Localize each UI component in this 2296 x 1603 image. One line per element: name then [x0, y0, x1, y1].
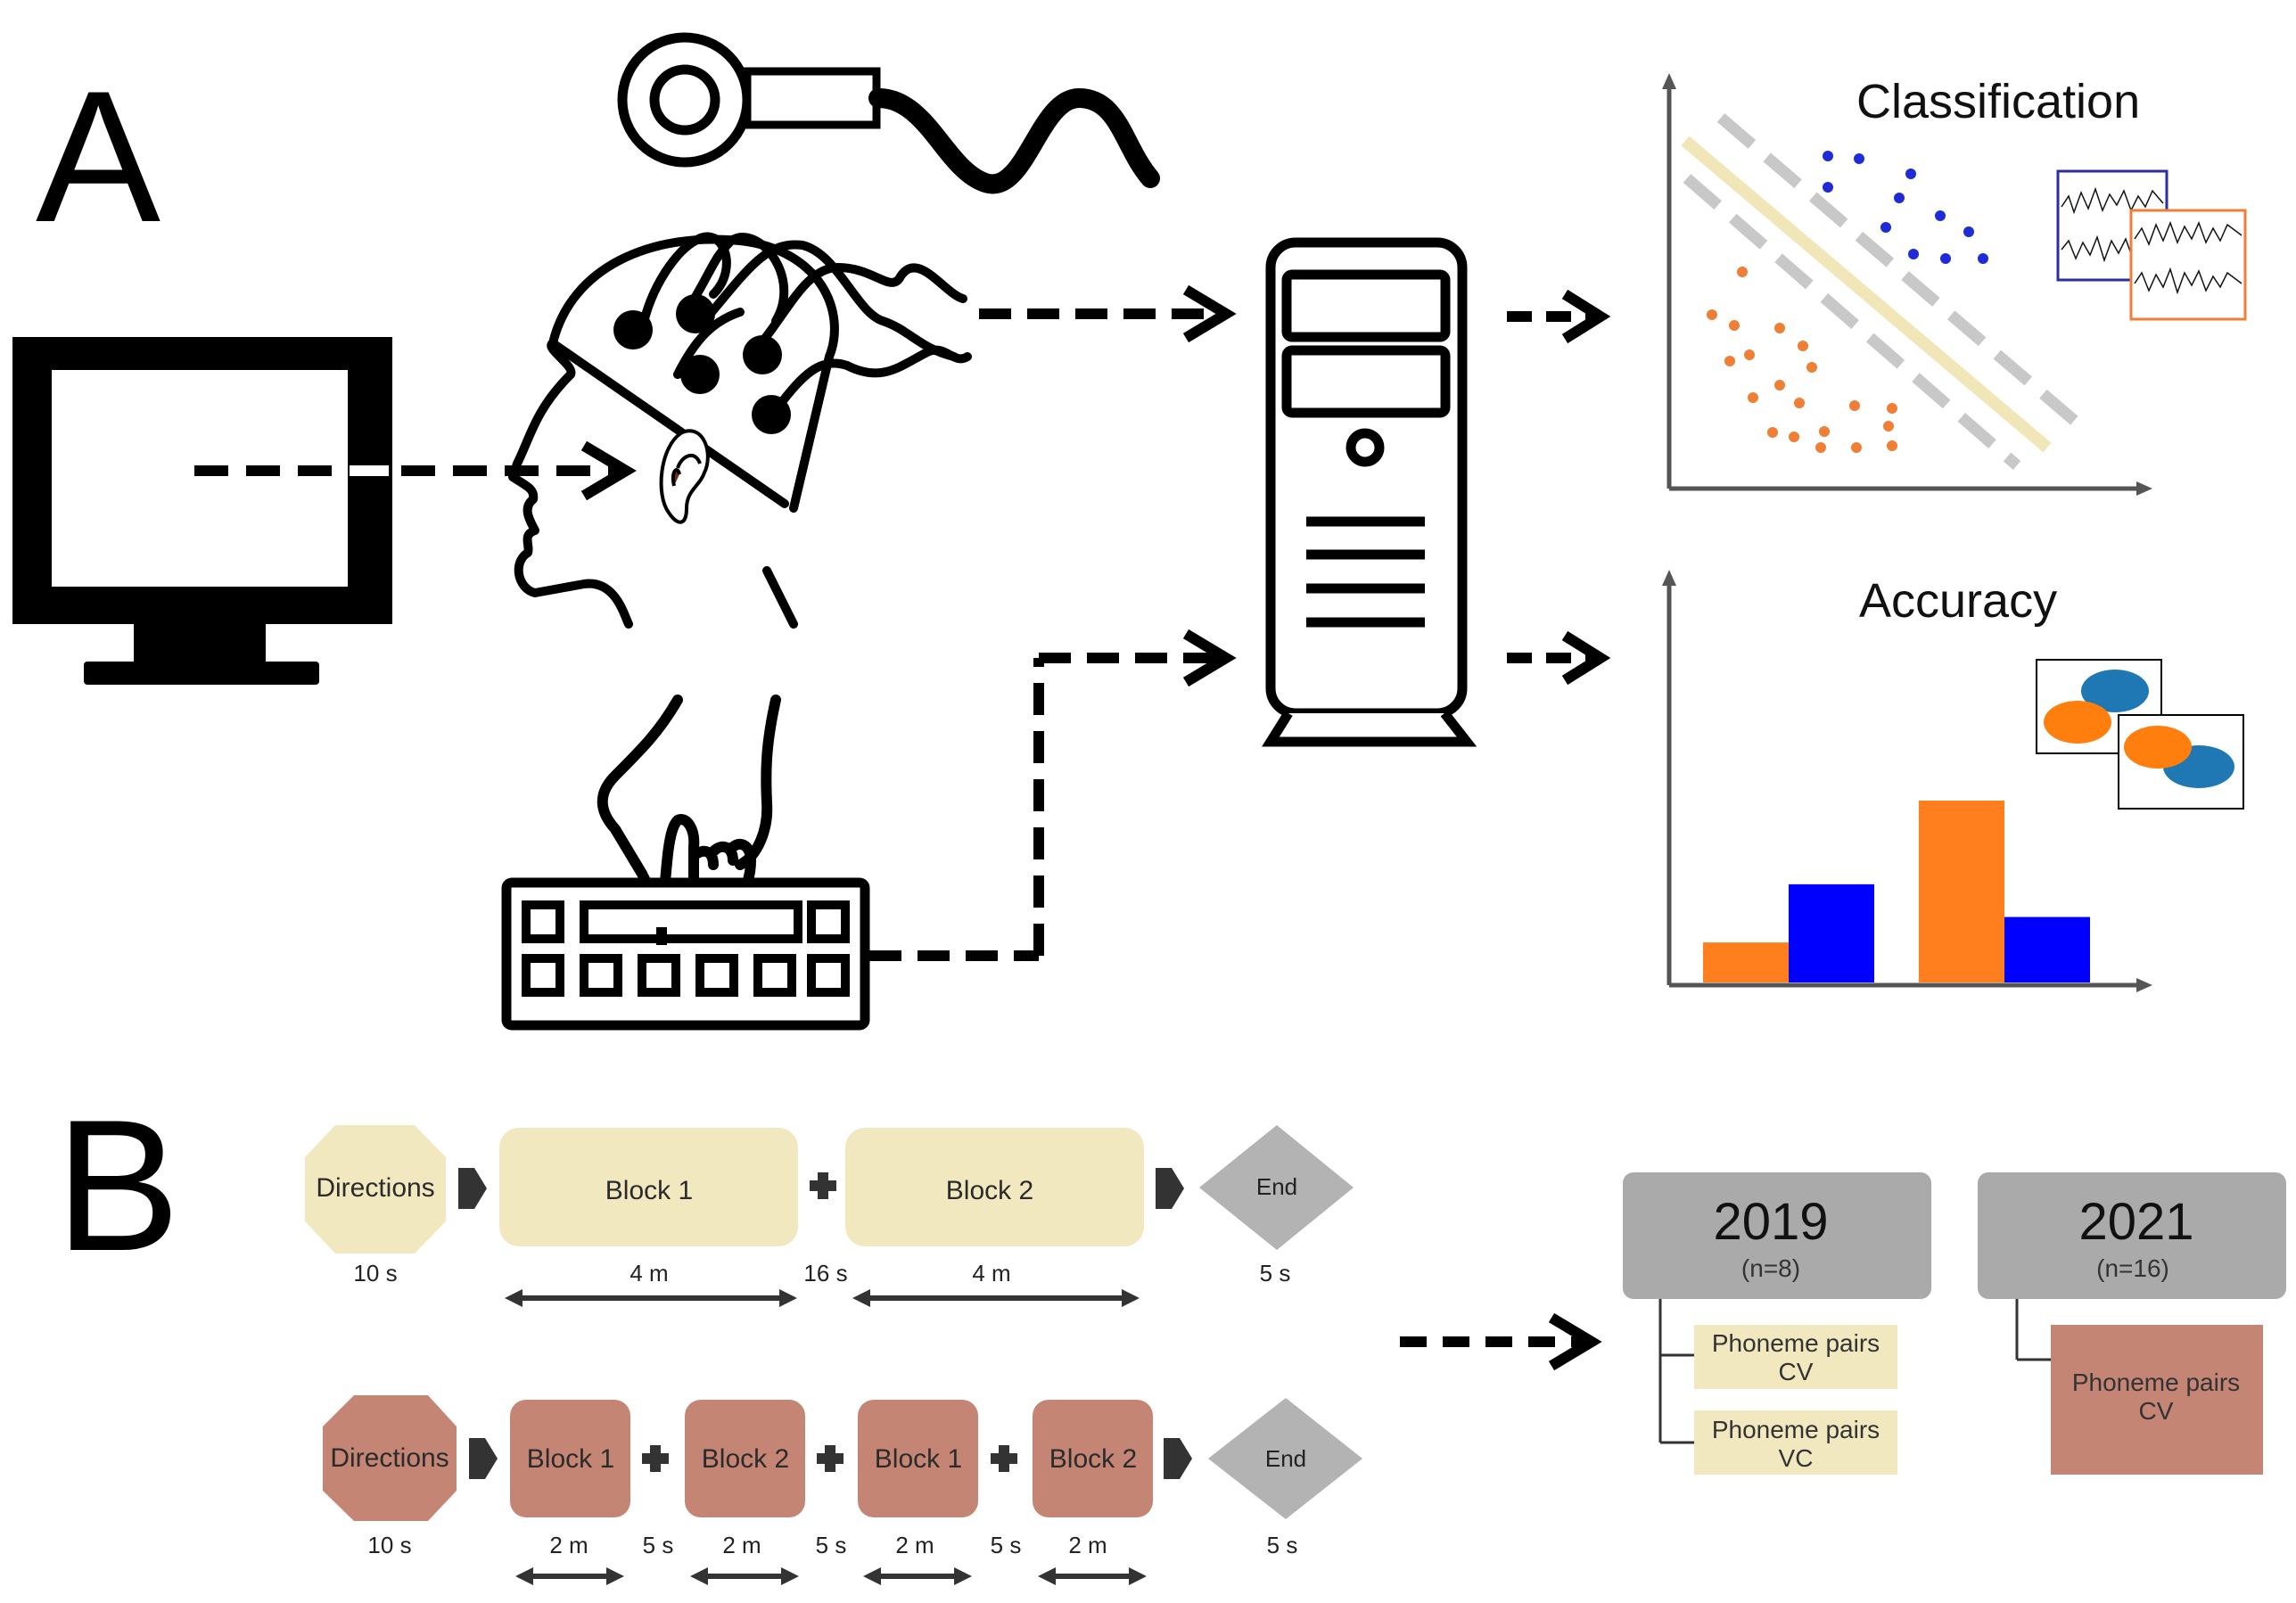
block1-duration-2019: 4 m	[630, 1260, 668, 1287]
computer-to-accuracy-arrow	[1507, 630, 1611, 686]
block-duration-2021-4: 2 m	[1068, 1532, 1107, 1558]
plus-icon	[991, 1445, 1017, 1472]
end-label-2021: End	[1265, 1445, 1306, 1472]
directions-duration-2019: 10 s	[353, 1260, 397, 1287]
block-box-2021-4	[1033, 1400, 1153, 1517]
rest-duration-2021-2: 5 s	[816, 1532, 847, 1558]
computer-tower-icon	[1262, 237, 1477, 747]
protocol-to-studies-arrow	[1400, 1312, 1602, 1371]
duration-arrow	[863, 1567, 972, 1585]
duration-arrow	[690, 1567, 799, 1585]
protocol-2019: Directions 10 s Block 1 Block 2 End 5 s …	[305, 1125, 1354, 1307]
duration-arrow	[1038, 1567, 1147, 1585]
headphone-icon	[617, 32, 1160, 194]
tree-connector	[2015, 1299, 2051, 1361]
condition-2019-cv-line2: CV	[1779, 1358, 1814, 1385]
keyboard-to-computer-arrow	[869, 629, 1237, 961]
panel-b-label: B	[55, 1081, 180, 1290]
condition-2021-cv-line2: CV	[2139, 1397, 2174, 1425]
rest-duration-2021-3: 5 s	[991, 1532, 1022, 1558]
condition-box-2019-cv	[1694, 1325, 1897, 1389]
duration-arrow	[852, 1289, 1140, 1307]
block-label-2021-4: Block 2	[1049, 1444, 1137, 1474]
end-diamond-2021	[1208, 1398, 1362, 1519]
condition-2019-cv-line1: Phoneme pairs	[1712, 1329, 1880, 1357]
block-box-2021-3	[858, 1400, 978, 1517]
flow-arrow	[1156, 1168, 1184, 1209]
ear-arrow	[580, 440, 637, 501]
protocol-2021: Directions 10 s Block 1 Block 2 Block 1 …	[323, 1395, 1362, 1585]
directions-octagon-2019	[305, 1125, 446, 1254]
study-2021-header	[1978, 1172, 2286, 1299]
monitor-icon	[12, 337, 392, 685]
block-label-2021-1: Block 1	[527, 1444, 614, 1474]
accuracy-title: Accuracy	[1859, 574, 2057, 628]
end-label-2019: End	[1256, 1173, 1297, 1200]
block-box-2021-2	[685, 1400, 805, 1517]
eeg-to-computer-arrow	[979, 284, 1237, 343]
block2-label-2019: Block 2	[946, 1176, 1033, 1205]
plus-icon	[642, 1445, 669, 1472]
condition-box-2021-cv	[2051, 1325, 2263, 1475]
study-2019: 2019 (n=8) Phoneme pairs CV Phoneme pair…	[1623, 1172, 1931, 1475]
accuracy-bar-group1-series1	[1703, 942, 1789, 982]
block1-label-2019: Block 1	[605, 1176, 693, 1205]
study-2019-n: (n=8)	[1741, 1254, 1800, 1282]
block-label-2021-3: Block 1	[875, 1444, 962, 1474]
study-2019-header	[1623, 1172, 1931, 1299]
end-diamond-2019	[1199, 1125, 1354, 1250]
ear-icon	[659, 429, 710, 524]
tree-connector	[1658, 1299, 1694, 1444]
duration-arrow	[505, 1289, 797, 1307]
eeg-electrodes	[613, 294, 791, 434]
study-2021-n: (n=16)	[2096, 1254, 2169, 1282]
flow-arrow	[458, 1168, 487, 1209]
flow-arrow	[1164, 1438, 1192, 1479]
eeg-head-icon	[508, 232, 972, 629]
accuracy-bar-group2-series2	[2004, 917, 2090, 982]
flow-arrow	[469, 1438, 498, 1479]
block-box-2021-1	[510, 1400, 630, 1517]
accuracy-bar-group2-series1	[1919, 801, 2004, 982]
block-label-2021-2: Block 2	[702, 1444, 789, 1474]
accuracy-bars	[1703, 801, 2090, 982]
rest-duration-2019: 16 s	[803, 1260, 847, 1287]
block-duration-2021-3: 2 m	[895, 1532, 934, 1558]
condition-2019-vc-line1: Phoneme pairs	[1712, 1416, 1880, 1443]
condition-2021-cv-line1: Phoneme pairs	[2072, 1369, 2240, 1396]
study-2021-year: 2021	[2078, 1193, 2193, 1251]
hand-icon	[597, 695, 781, 933]
duration-arrow	[515, 1567, 624, 1585]
block1-box-2019	[499, 1128, 798, 1246]
directions-octagon-2021	[323, 1395, 457, 1521]
block-duration-2021-1: 2 m	[549, 1532, 588, 1558]
cluster-thumbnail-2	[2118, 714, 2244, 810]
block2-box-2019	[845, 1128, 1144, 1246]
accuracy-bar-group1-series2	[1789, 884, 1874, 982]
classification-title: Classification	[1856, 75, 2140, 128]
plus-icon	[817, 1445, 844, 1472]
computer-to-classification-arrow	[1507, 289, 1611, 344]
blue-cluster	[1823, 151, 1988, 264]
study-2021: 2021 (n=16) Phoneme pairs CV	[1978, 1172, 2286, 1475]
end-duration-2021: 5 s	[1267, 1532, 1298, 1558]
directions-label-2021: Directions	[330, 1443, 449, 1473]
condition-2019-vc-line2: VC	[1779, 1444, 1814, 1472]
study-2019-year: 2019	[1713, 1193, 1828, 1251]
block2-duration-2019: 4 m	[972, 1260, 1010, 1287]
panel-a-label: A	[36, 52, 160, 261]
keyboard-icon	[501, 877, 870, 1031]
signal-thumbnail-orange	[2129, 209, 2247, 321]
end-duration-2019: 5 s	[1260, 1260, 1291, 1287]
directions-label-2019: Directions	[316, 1173, 434, 1203]
accuracy-chart: Accuracy	[1662, 570, 2244, 992]
block-duration-2021-2: 2 m	[722, 1532, 761, 1558]
orange-cluster	[1707, 267, 1897, 453]
classification-chart: Classification	[1662, 73, 2247, 496]
plus-icon	[810, 1172, 836, 1199]
condition-box-2019-vc	[1694, 1410, 1897, 1475]
directions-duration-2021: 10 s	[367, 1532, 411, 1558]
rest-duration-2021-1: 5 s	[643, 1532, 674, 1558]
